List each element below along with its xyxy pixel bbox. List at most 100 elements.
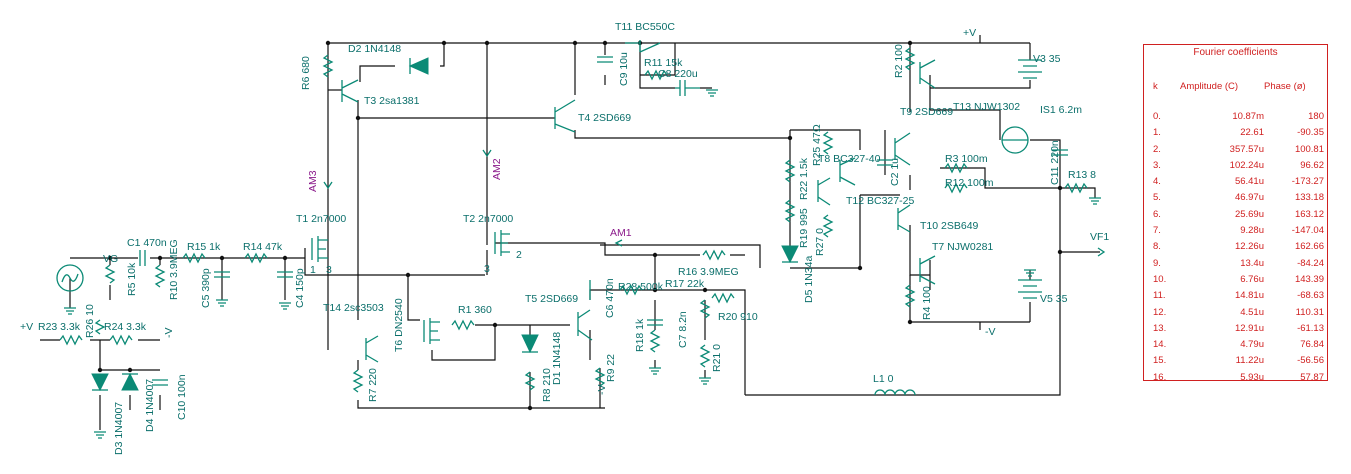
row-k: 14. [1153,339,1167,351]
row-phase: -173.27 [1291,176,1324,188]
inductor-l1 [874,389,916,396]
wire-network [40,35,1100,430]
label-t11: T11 BC550C [615,21,675,33]
table-row: 13.12.91u-61.13 [1144,323,1327,339]
label-c11: C11 220n [1049,140,1061,185]
resistor-r20 [699,299,711,319]
resistor-r6 [322,54,334,78]
resistor-r7 [352,369,364,393]
row-k: 16. [1153,371,1167,383]
battery-v5 [1018,279,1042,299]
label-c8: C8 220u [658,68,698,80]
resistor-r23 [59,334,83,346]
transistor-t5 [577,309,593,341]
ground-symbol [278,302,292,310]
pin-label-3a: 3 [326,264,332,276]
row-amplitude: 25.69u [1234,208,1264,220]
fourier-title: Fourier coefficients [1193,47,1278,58]
label-t3: T3 2sa1381 [364,95,420,107]
header-k: k [1153,81,1158,92]
resistor-r14 [244,252,268,264]
row-amplitude: 13.4u [1240,257,1264,269]
label-r6: R6 680 [300,56,312,90]
label-r22: R22 1.5k [798,157,810,200]
row-phase: -68.63 [1297,290,1324,302]
label-r8: R8 210 [541,368,553,402]
row-k: 11. [1153,290,1166,302]
resistor-r5 [104,264,116,284]
row-phase: -84.24 [1297,257,1324,269]
row-phase: 100.81 [1294,143,1324,155]
resistor-r8 [524,371,536,391]
label-c2: C2 1u [889,158,901,186]
label-r10: R10 3.9MEG [168,239,180,300]
net-label-vplus-input: +V [20,321,33,333]
row-k: 7. [1153,225,1161,237]
net-label-vminus-r9: -V [596,385,608,396]
mosfet-t2 [494,230,510,256]
label-r15: R15 1k [187,241,221,253]
row-phase: 162.66 [1294,241,1324,253]
label-r5: R5 10k [126,262,138,296]
probe-label-am1: AM1 [610,227,632,239]
fourier-header-row: k Amplitude (C) Phase (ø) [1144,81,1327,95]
row-k: 3. [1153,159,1161,171]
net-label-vf1: VF1 [1090,231,1109,243]
table-row: 4.56.41u-173.27 [1144,176,1327,192]
table-row: 1.22.61-90.35 [1144,127,1327,143]
output-arrow-vf1 [1097,247,1106,257]
label-c5: C5 390p [200,268,212,308]
label-t12: T12 BC327-25 [846,195,914,207]
label-c10: C10 100n [176,374,188,420]
probe-label-am2: AM2 [491,158,503,180]
row-amplitude: 10.87m [1232,111,1264,122]
label-t2: T2 2n7000 [463,213,513,225]
header-amplitude: Amplitude (C) [1180,81,1239,92]
resistor-r12 [944,182,968,194]
transistor-t4 [554,99,576,133]
label-r28: R28 500k [618,281,664,293]
row-amplitude: 6.76u [1240,273,1264,285]
row-k: 15. [1153,355,1167,367]
resistor-r15 [182,252,206,264]
transistor-t8 [839,157,856,186]
row-k: 8. [1153,241,1161,253]
capacitor-c7 [647,319,663,326]
probe-arrow-am2 [482,149,492,158]
label-r18: R18 1k [634,318,646,352]
row-phase: -61.13 [1297,322,1324,334]
resistor-r1 [451,319,475,331]
label-r21: R21 0 [711,344,723,372]
label-r20: R20 910 [718,311,758,323]
resistor-r25 [822,131,834,155]
pin-label-3b: 3 [484,263,490,275]
label-d2: D2 1N4148 [348,43,401,55]
resistor-r16 [702,249,726,261]
resistor-r3 [944,162,968,174]
transistor-t11 [625,40,661,53]
label-t14: T14 2sc3503 [323,302,384,314]
row-k: 2. [1153,143,1161,155]
row-k: 1. [1153,127,1161,139]
transistor-t9 [894,132,911,166]
row-phase: 143.39 [1294,273,1324,285]
label-t13: T13 NJW1302 [953,101,1020,113]
transistor-t10 [897,204,911,233]
probe-arrow-am3 [323,181,333,190]
resistor-r13 [1064,182,1088,194]
battery-v3 [1018,59,1042,79]
label-r1: R1 360 [458,304,492,316]
label-v3: V3 35 [1033,53,1061,65]
mosfet-t6 [423,318,440,344]
label-c9: C9 10u [618,52,630,86]
label-r3: R3 100m [945,153,988,165]
label-d3: D3 1N4007 [113,402,125,455]
label-v5: V5 35 [1040,293,1068,305]
diode-d2 [408,57,429,75]
